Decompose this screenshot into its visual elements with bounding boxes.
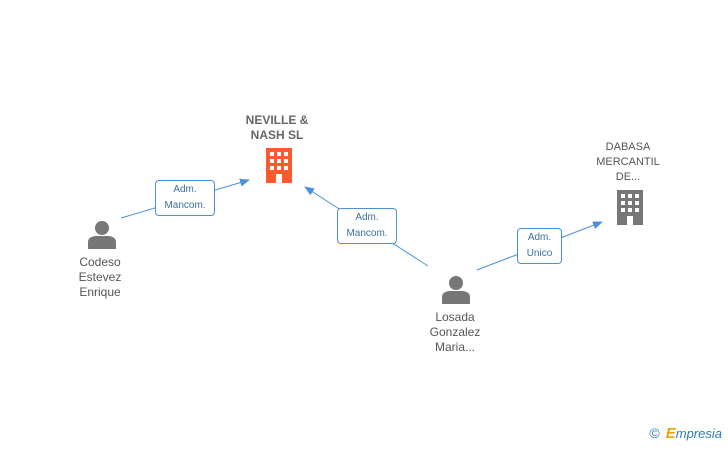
brand-logo-text: mpresia (675, 426, 722, 441)
brand-logo-letter: E (665, 425, 676, 442)
person-codeso-label-line1: Codeso (79, 255, 121, 269)
copyright-symbol: © (649, 425, 660, 441)
edge-label-losada-dabasa[interactable]: Adm. Unico (517, 228, 562, 264)
person-codeso-label-line3: Enrique (79, 285, 121, 299)
building-icon[interactable] (263, 148, 295, 184)
edge-label-line2: Mancom. (164, 200, 206, 211)
edge-label-line1: Adm. (527, 232, 552, 243)
building-icon[interactable] (614, 190, 646, 226)
company-main-label-line1: NEVILLE & (245, 113, 309, 127)
company-other-label-line2: MERCANTIL (596, 156, 660, 168)
edge-label-line1: Adm. (355, 212, 379, 223)
person-icon[interactable] (441, 275, 471, 305)
edge-label-line2: Unico (526, 248, 553, 259)
company-other-label-line1: DABASA (605, 141, 651, 153)
company-main-label[interactable]: NEVILLE & NASH SL (238, 113, 316, 143)
person-losada-label-line1: Losada (435, 310, 475, 324)
edge-label-line2: Mancom. (346, 228, 388, 239)
person-losada-label-line3: Maria... (434, 340, 475, 354)
person-icon[interactable] (87, 220, 117, 250)
company-other-label-line3: DE... (615, 171, 641, 183)
company-main-label-line2: NASH SL (250, 128, 304, 142)
brand-footer: © E mpresia (649, 425, 722, 442)
company-other-label[interactable]: DABASA MERCANTIL DE... (588, 140, 668, 185)
person-losada-label[interactable]: Losada Gonzalez Maria... (415, 310, 495, 355)
edge-label-losada-neville[interactable]: Adm. Mancom. (337, 208, 397, 244)
person-losada-label-line2: Gonzalez (429, 325, 481, 339)
person-codeso-label[interactable]: Codeso Estevez Enrique (62, 255, 138, 300)
person-codeso-label-line2: Estevez (78, 270, 122, 284)
edge-label-line1: Adm. (173, 184, 197, 195)
edge-label-codeso-neville[interactable]: Adm. Mancom. (155, 180, 215, 216)
